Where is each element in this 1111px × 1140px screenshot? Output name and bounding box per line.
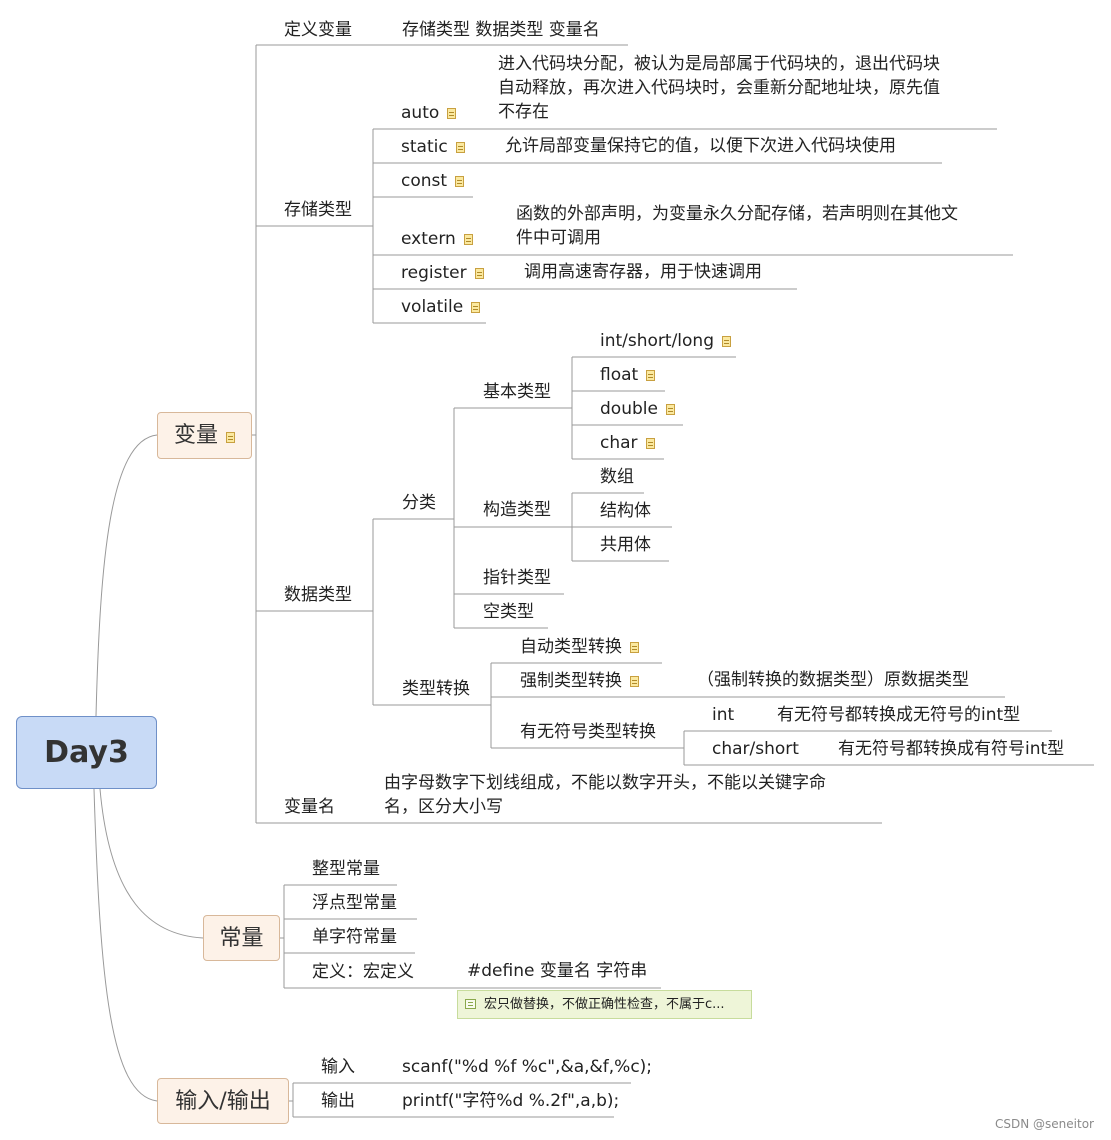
note-icon[interactable] [646,370,656,381]
macro-define-value: #define 变量名 字符串 [467,961,648,981]
constant-item[interactable]: 单字符常量 [312,927,397,947]
void-type-node[interactable]: 空类型 [483,602,534,622]
storage-volatile-label: volatile [401,297,464,317]
define-variable-label[interactable]: 定义变量 [284,20,352,40]
basic-type-item[interactable]: double [600,398,675,420]
macro-tip-callout[interactable]: 宏只做替换，不做正确性检查，不属于c... [457,990,752,1019]
note-icon[interactable] [455,142,465,153]
note-icon[interactable] [665,404,675,415]
basic-type-item[interactable]: int/short/long [600,330,731,352]
note-icon[interactable] [630,676,639,687]
basic-type-item[interactable]: char [600,432,655,454]
storage-extern-desc-line1: 函数的外部声明，为变量永久分配存储，若声明则在其他文 [516,204,958,224]
construct-type-item[interactable]: 共用体 [600,535,651,555]
storage-static[interactable]: static [401,136,465,158]
define-variable-value: 存储类型 数据类型 变量名 [402,20,600,40]
storage-type-node[interactable]: 存储类型 [284,200,352,220]
storage-auto[interactable]: auto [401,102,457,124]
construct-type-node[interactable]: 构造类型 [483,500,551,520]
construct-type-item[interactable]: 结构体 [600,501,651,521]
basic-type-item-label: int/short/long [600,331,714,351]
watermark: CSDN @seneitor [995,1117,1094,1131]
topic-io-label: 输入/输出 [175,1089,271,1114]
storage-register[interactable]: register [401,262,484,284]
storage-auto-desc-line2: 自动释放，再次进入代码块时，会重新分配地址块，原先值 [498,78,940,98]
storage-auto-desc-line1: 进入代码块分配，被认为是局部属于代码块的，退出代码块 [498,54,940,74]
signed-int-desc: 有无符号都转换成无符号的int型 [777,705,1021,725]
signed-charshort-label[interactable]: char/short [712,739,799,759]
storage-auto-label: auto [401,103,440,123]
topic-io[interactable]: 输入/输出 [157,1078,289,1124]
basic-type-item-label: char [600,433,638,453]
topic-variable-label: 变量 [173,423,218,448]
storage-const-label: const [401,171,448,191]
root-node[interactable]: Day3 [16,716,157,789]
note-icon[interactable] [471,302,481,313]
signed-int-label[interactable]: int [712,705,735,725]
note-icon [465,999,476,1009]
topic-variable[interactable]: 变量 [157,412,252,459]
note-icon[interactable] [474,268,484,279]
signed-convert-node[interactable]: 有无符号类型转换 [520,722,656,742]
note-icon[interactable] [645,438,655,449]
storage-const[interactable]: const [401,170,465,192]
storage-register-desc: 调用高速寄存器，用于快速调用 [524,262,762,282]
topic-constant[interactable]: 常量 [203,915,280,961]
storage-extern-label: extern [401,229,456,249]
storage-static-desc: 允许局部变量保持它的值，以便下次进入代码块使用 [505,136,896,156]
note-icon[interactable] [463,234,473,245]
note-icon[interactable] [455,176,465,187]
storage-volatile[interactable]: volatile [401,296,481,318]
input-label[interactable]: 输入 [321,1057,355,1077]
varname-desc-line2: 名，区分大小写 [384,797,503,817]
forced-convert[interactable]: 强制类型转换 [520,670,639,692]
macro-tip-text: 宏只做替换，不做正确性检查，不属于c... [484,997,725,1012]
signed-charshort-desc: 有无符号都转换成有符号int型 [838,739,1065,759]
forced-convert-desc: （强制转换的数据类型）原数据类型 [697,670,969,690]
auto-convert-label: 自动类型转换 [520,637,622,657]
varname-desc-line1: 由字母数字下划线组成，不能以数字开头，不能以关键字命 [384,773,826,793]
output-value: printf("字符%d %.2f",a,b); [402,1091,620,1111]
data-type-node[interactable]: 数据类型 [284,585,352,605]
note-icon[interactable] [447,108,457,119]
basic-type-node[interactable]: 基本类型 [483,382,551,402]
classify-node[interactable]: 分类 [402,493,436,513]
storage-auto-desc-line3: 不存在 [498,102,549,122]
storage-register-label: register [401,263,467,283]
input-value: scanf("%d %f %c",&a,&f,%c); [402,1057,653,1077]
storage-extern[interactable]: extern [401,228,473,250]
forced-convert-label: 强制类型转换 [520,671,622,691]
basic-type-item[interactable]: float [600,364,656,386]
basic-type-item-label: double [600,399,658,419]
macro-define-label[interactable]: 定义：宏定义 [312,962,414,982]
auto-convert[interactable]: 自动类型转换 [520,636,639,658]
constant-item[interactable]: 浮点型常量 [312,893,397,913]
constant-item[interactable]: 整型常量 [312,859,380,879]
storage-static-label: static [401,137,448,157]
note-icon[interactable] [630,642,639,653]
construct-type-item[interactable]: 数组 [600,467,634,487]
type-convert-node[interactable]: 类型转换 [402,679,470,699]
topic-constant-label: 常量 [219,926,264,951]
storage-extern-desc-line2: 件中可调用 [516,228,601,248]
note-icon[interactable] [226,432,235,443]
output-label[interactable]: 输出 [321,1091,355,1111]
varname-node[interactable]: 变量名 [284,797,335,817]
note-icon[interactable] [722,336,731,347]
basic-type-item-label: float [600,365,639,385]
pointer-type-node[interactable]: 指针类型 [483,568,551,588]
